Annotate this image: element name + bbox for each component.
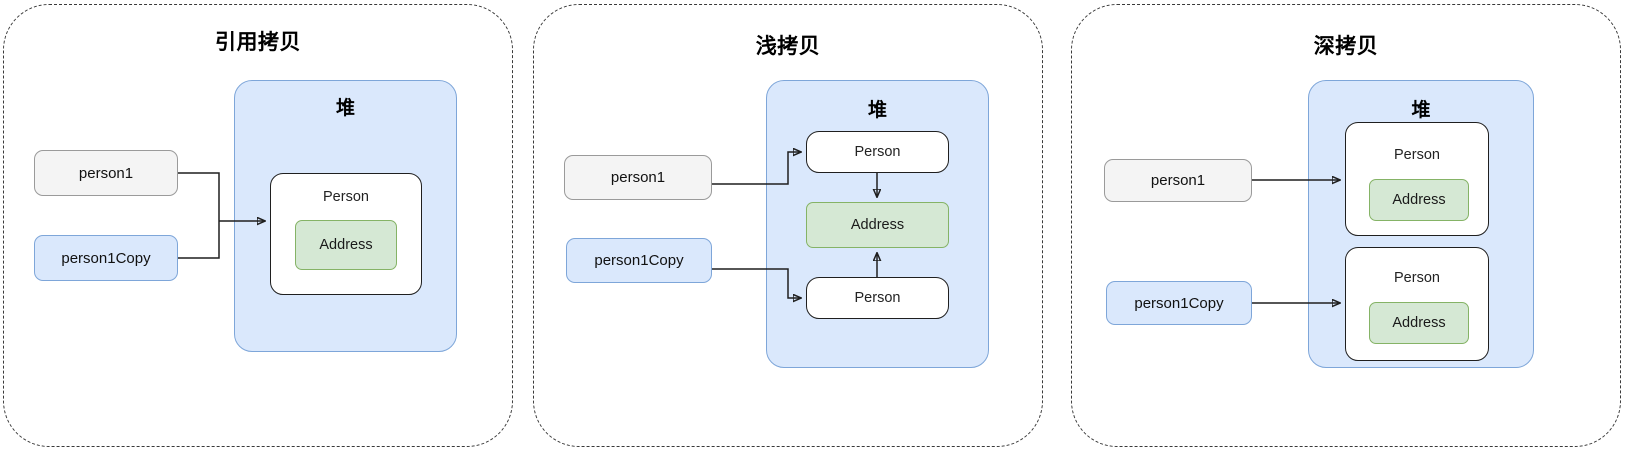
heap-label-deep-copy: 堆	[1411, 99, 1431, 121]
object-person-label-reference-copy: Person	[323, 189, 369, 205]
heap-label-reference-copy: 堆	[335, 97, 355, 119]
panel-title-deep-copy: 深拷贝	[1313, 34, 1379, 58]
heap-label-shallow-copy: 堆	[867, 99, 887, 121]
panel-reference-copy	[3, 4, 513, 447]
variable-person1-deep-copy[interactable]: person1	[1104, 159, 1252, 202]
variable-person1-reference-copy[interactable]: person1	[34, 150, 178, 196]
object-address-top-deep-copy[interactable]: Address	[1369, 179, 1469, 221]
panel-title-reference-copy: 引用拷贝	[215, 30, 301, 54]
panel-deep-copy	[1071, 4, 1621, 447]
object-person-bottom-shallow-copy[interactable]: Person	[806, 277, 949, 319]
panel-shallow-copy	[533, 4, 1043, 447]
object-person-top-shallow-copy[interactable]: Person	[806, 131, 949, 173]
object-address-reference-copy[interactable]: Address	[295, 220, 397, 270]
object-address-shared-shallow-copy[interactable]: Address	[806, 202, 949, 248]
variable-person1copy-reference-copy[interactable]: person1Copy	[34, 235, 178, 281]
object-address-bottom-deep-copy[interactable]: Address	[1369, 302, 1469, 344]
object-person-top-label-deep-copy: Person	[1394, 147, 1440, 163]
variable-person1copy-deep-copy[interactable]: person1Copy	[1106, 281, 1252, 325]
panel-title-shallow-copy: 浅拷贝	[755, 34, 821, 58]
variable-person1copy-shallow-copy[interactable]: person1Copy	[566, 238, 712, 283]
variable-person1-shallow-copy[interactable]: person1	[564, 155, 712, 200]
object-person-bottom-label-deep-copy: Person	[1394, 270, 1440, 286]
